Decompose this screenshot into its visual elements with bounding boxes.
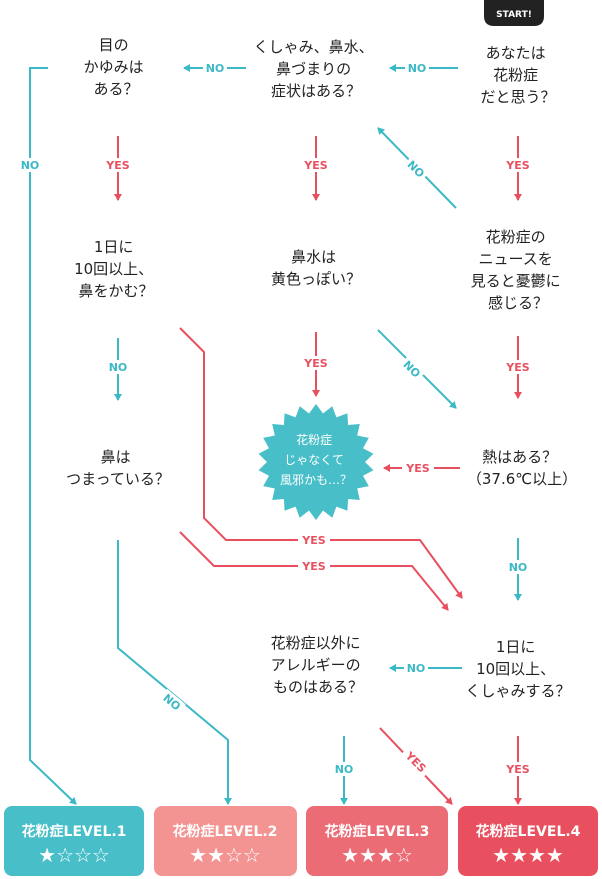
- level-3-box: [306, 806, 448, 876]
- start-badge: START!: [484, 0, 544, 26]
- cold-result-line-3: 風邪かも…？: [280, 473, 352, 487]
- yes-label-eyes: YES: [105, 159, 129, 172]
- question-hayfever: あなたは 花粉症 だと思う？: [480, 44, 555, 106]
- question-fever-line-2: （37.6℃以上）: [467, 470, 577, 488]
- question-news-line-4: 感じる？: [488, 294, 548, 312]
- level-4-card: 花粉症LEVEL.4 ★★★★: [458, 806, 598, 876]
- yes-label-news: YES: [505, 361, 529, 374]
- level-1-stars: ★☆☆☆: [38, 843, 110, 867]
- question-allergy-line-2: アレルギーの: [271, 656, 361, 674]
- question-symptoms-line-3: 症状はある？: [271, 82, 361, 100]
- question-allergy: 花粉症以外に アレルギーの ものはある？: [271, 634, 366, 696]
- question-symptoms: くしゃみ、鼻水、 鼻づまりの 症状はある？: [254, 38, 379, 100]
- question-sneeze-line-2: 10回以上、: [476, 660, 555, 678]
- question-yellow: 鼻水は 黄色っぽい？: [271, 248, 361, 288]
- level-2-card: 花粉症LEVEL.2 ★★☆☆: [154, 806, 297, 876]
- question-itchy-eyes-line-1: 目の: [99, 36, 129, 54]
- question-symptoms-line-2: 鼻づまりの: [276, 60, 351, 78]
- question-stuffy-line-2: つまっている？: [66, 470, 170, 488]
- yes-label-yellow: YES: [303, 357, 327, 370]
- question-hayfever-line-3: だと思う？: [480, 88, 555, 106]
- no-label-allergy: NO: [335, 763, 354, 776]
- question-symptoms-line-1: くしゃみ、鼻水、: [254, 38, 374, 56]
- no-label-fever: NO: [509, 561, 528, 574]
- level-2-title: 花粉症LEVEL.2: [173, 823, 278, 840]
- question-news: 花粉症の ニュースを 見ると憂鬱に 感じる？: [471, 228, 566, 312]
- question-blow-nose-line-2: 10回以上、: [74, 260, 153, 278]
- cold-result-text: 花粉症 じゃなくて 風邪かも…？: [280, 432, 352, 487]
- yes-label-hayfever: YES: [505, 159, 529, 172]
- question-fever: 熱はある？ （37.6℃以上）: [467, 448, 577, 488]
- question-itchy-eyes: 目の かゆみは ある？: [84, 36, 149, 98]
- question-allergy-line-3: ものはある？: [273, 678, 363, 696]
- level-1-card: 花粉症LEVEL.1 ★☆☆☆: [4, 806, 144, 876]
- no-label-symptoms: NO: [206, 62, 225, 75]
- question-allergy-line-1: 花粉症以外に: [271, 634, 361, 652]
- no-label-hayfever: NO: [408, 62, 427, 75]
- level-3-title: 花粉症LEVEL.3: [325, 823, 430, 840]
- question-blow-nose: 1日に 10回以上、 鼻をかむ？: [74, 238, 158, 300]
- question-blow-nose-line-1: 1日に: [94, 238, 134, 256]
- yes-label-stuffy: YES: [301, 560, 325, 573]
- level-1-title: 花粉症LEVEL.1: [22, 823, 127, 840]
- cold-result-line-2: じゃなくて: [284, 453, 344, 467]
- no-label-eyes: NO: [21, 159, 40, 172]
- level-4-stars: ★★★★: [492, 843, 564, 867]
- start-label: START!: [496, 10, 532, 20]
- question-hayfever-line-1: あなたは: [486, 44, 546, 62]
- level-4-box: [458, 806, 598, 876]
- question-sneeze-line-3: くしゃみする？: [465, 682, 570, 700]
- cold-result-line-1: 花粉症: [296, 432, 332, 447]
- yes-label-fever: YES: [405, 462, 429, 475]
- yes-arrow-blow-to-sneeze: [179, 327, 463, 599]
- question-news-line-2: ニュースを: [478, 250, 552, 268]
- question-yellow-line-2: 黄色っぽい？: [271, 270, 361, 288]
- level-4-title: 花粉症LEVEL.4: [476, 823, 581, 840]
- no-label-blow: NO: [109, 361, 128, 374]
- level-3-stars: ★★★☆: [341, 843, 413, 867]
- question-blow-nose-line-3: 鼻をかむ？: [78, 282, 153, 300]
- level-3-card: 花粉症LEVEL.3 ★★★☆: [306, 806, 448, 876]
- question-fever-line-1: 熱はある？: [482, 448, 557, 466]
- question-stuffy: 鼻は つまっている？: [66, 448, 170, 488]
- question-itchy-eyes-line-3: ある？: [93, 80, 138, 98]
- cold-result-burst: 花粉症 じゃなくて 風邪かも…？: [258, 404, 374, 520]
- level-2-stars: ★★☆☆: [189, 843, 261, 867]
- question-sneeze: 1日に 10回以上、 くしゃみする？: [465, 638, 570, 700]
- question-news-line-3: 見ると憂鬱に: [471, 272, 561, 290]
- question-stuffy-line-1: 鼻は: [101, 448, 131, 466]
- no-arrow-eyes-to-level1: [29, 67, 77, 805]
- level-1-box: [4, 806, 144, 876]
- question-news-line-1: 花粉症の: [486, 228, 546, 246]
- question-sneeze-line-1: 1日に: [496, 638, 536, 656]
- question-yellow-line-1: 鼻水は: [291, 248, 336, 266]
- level-2-box: [154, 806, 297, 876]
- yes-label-blow: YES: [301, 534, 325, 547]
- yes-label-symptoms: YES: [303, 159, 327, 172]
- no-arrow-stuffy-to-level2: [117, 540, 232, 805]
- question-itchy-eyes-line-2: かゆみは: [84, 58, 144, 76]
- burst-shape: [258, 404, 374, 520]
- question-hayfever-line-2: 花粉症: [493, 66, 538, 84]
- yes-label-sneeze: YES: [505, 763, 529, 776]
- no-label-sneeze: NO: [407, 662, 426, 675]
